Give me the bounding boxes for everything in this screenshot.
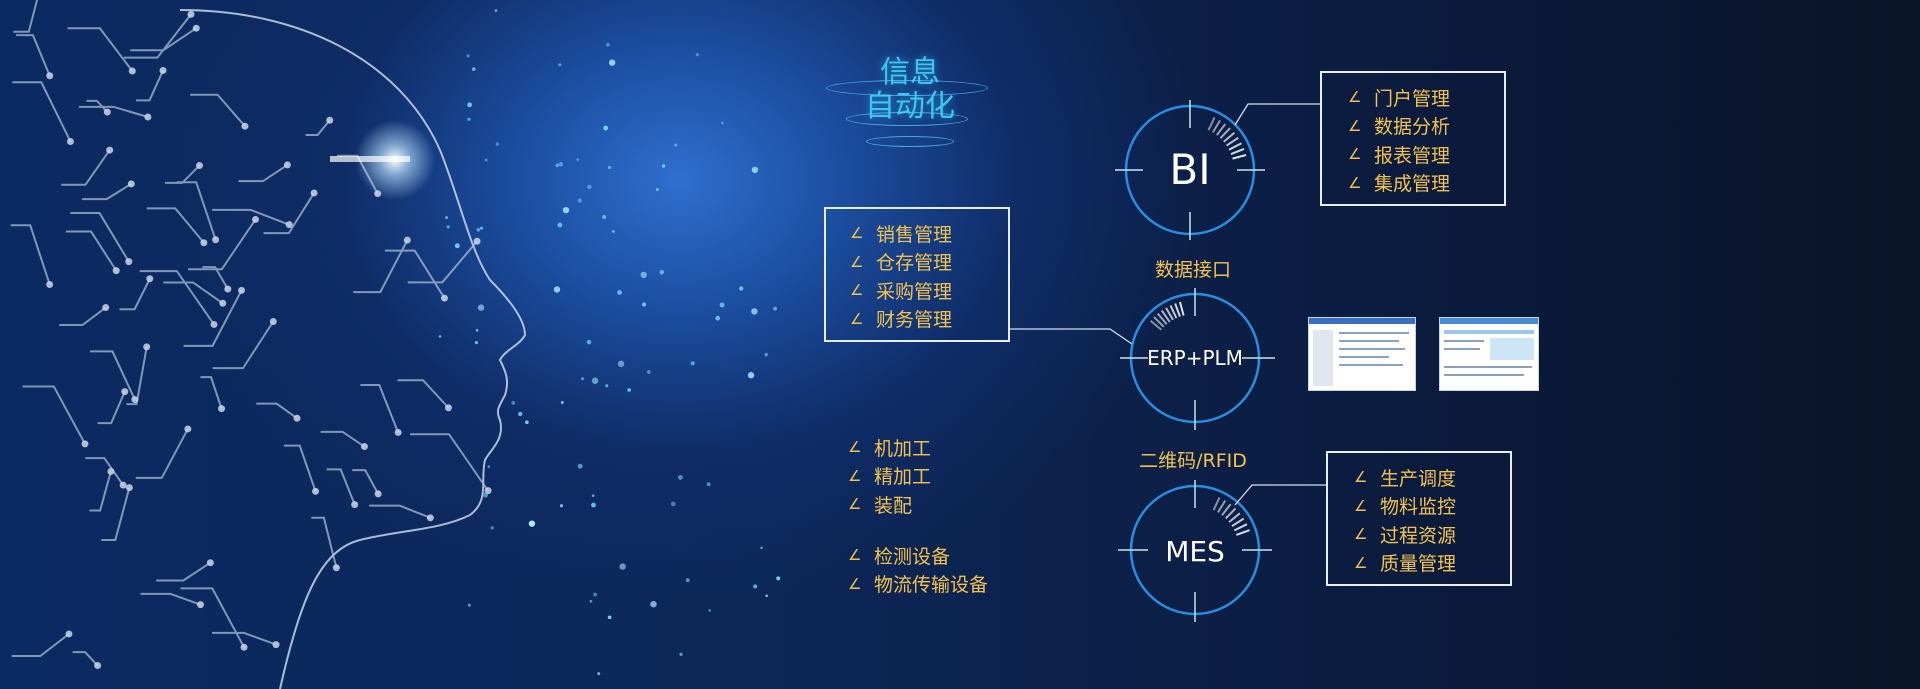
erp-ring	[1120, 288, 1275, 430]
angle-bullet-icon: ∠	[848, 574, 862, 593]
list-item: ∠ 门户管理	[1348, 83, 1504, 112]
angle-bullet-icon: ∠	[1354, 525, 1368, 544]
list-item: ∠ 数据分析	[1348, 112, 1504, 141]
list-item-label: 集成管理	[1374, 173, 1451, 196]
angle-bullet-icon: ∠	[850, 252, 864, 271]
mes-ring	[1118, 480, 1272, 622]
equipment-list: ∠ 检测设备 ∠ 物流传输设备	[848, 541, 988, 598]
angle-bullet-icon: ∠	[1354, 496, 1368, 515]
list-item-label: 装配	[874, 494, 913, 517]
list-item: ∠ 物流传输设备	[848, 570, 988, 599]
angle-bullet-icon: ∠	[1348, 88, 1362, 107]
angle-bullet-icon: ∠	[848, 495, 862, 514]
angle-bullet-icon: ∠	[848, 438, 862, 457]
list-item-label: 物流传输设备	[874, 574, 989, 597]
list-item-label: 质量管理	[1380, 553, 1457, 576]
list-item-label: 仓存管理	[876, 252, 953, 275]
list-item-label: 报表管理	[1374, 144, 1451, 167]
angle-bullet-icon: ∠	[1354, 553, 1368, 572]
list-item: ∠ 物料监控	[1354, 492, 1510, 521]
barcode-rfid-label: 二维码/RFID	[1139, 450, 1247, 472]
list-item-label: 精加工	[874, 466, 932, 489]
list-item: ∠ 装配	[848, 490, 931, 519]
erp-plm-label: ERP+PLM	[1147, 346, 1243, 370]
angle-bullet-icon: ∠	[850, 281, 864, 300]
list-item-label: 门户管理	[1374, 87, 1451, 110]
title-ring-bottom	[866, 136, 954, 147]
list-item: ∠ 报表管理	[1348, 140, 1504, 169]
circuit-head-illustration	[10, 0, 527, 689]
mes-label: MES	[1165, 535, 1225, 568]
list-item: ∠ 精加工	[848, 462, 931, 491]
list-item: ∠ 财务管理	[850, 305, 1008, 334]
list-item: ∠ 机加工	[848, 433, 931, 462]
list-item-label: 财务管理	[876, 309, 953, 332]
title-ring-mid	[846, 112, 968, 126]
list-item-label: 机加工	[874, 437, 932, 460]
erp-screenshot-thumbnail-2	[1439, 317, 1539, 391]
angle-bullet-icon: ∠	[850, 309, 864, 328]
angle-bullet-icon: ∠	[850, 224, 864, 243]
list-item-label: 检测设备	[874, 545, 951, 568]
list-item: ∠ 采购管理	[850, 276, 1008, 305]
bi-function-box: ∠ 门户管理 ∠ 数据分析 ∠ 报表管理 ∠ 集成管理	[1320, 71, 1506, 206]
angle-bullet-icon: ∠	[1354, 468, 1368, 487]
angle-bullet-icon: ∠	[848, 466, 862, 485]
list-item: ∠ 集成管理	[1348, 169, 1504, 198]
list-item-label: 过程资源	[1380, 524, 1457, 547]
title-ring-top	[826, 80, 988, 96]
list-item-label: 采购管理	[876, 280, 953, 303]
list-item-label: 销售管理	[876, 223, 953, 246]
list-item-label: 数据分析	[1374, 116, 1451, 139]
erp-screenshot-thumbnail-1	[1308, 317, 1416, 391]
angle-bullet-icon: ∠	[1348, 173, 1362, 192]
list-item: ∠ 生产调度	[1354, 463, 1510, 492]
bi-label: BI	[1169, 145, 1211, 194]
angle-bullet-icon: ∠	[1348, 145, 1362, 164]
list-item: ∠ 检测设备	[848, 541, 988, 570]
data-interface-label: 数据接口	[1154, 259, 1231, 281]
list-item: ∠ 仓存管理	[850, 248, 1008, 277]
list-item: ∠ 质量管理	[1354, 549, 1510, 578]
angle-bullet-icon: ∠	[848, 546, 862, 565]
mes-function-box: ∠ 生产调度 ∠ 物料监控 ∠ 过程资源 ∠ 质量管理	[1326, 451, 1512, 586]
erp-function-box: ∠ 销售管理 ∠ 仓存管理 ∠ 采购管理 ∠ 财务管理	[824, 207, 1010, 342]
process-list: ∠ 机加工 ∠ 精加工 ∠ 装配	[848, 433, 931, 519]
list-item: ∠ 销售管理	[850, 219, 1008, 248]
bi-ring	[1115, 100, 1265, 240]
list-item-label: 物料监控	[1380, 496, 1457, 519]
angle-bullet-icon: ∠	[1348, 116, 1362, 135]
list-item: ∠ 过程资源	[1354, 520, 1510, 549]
list-item-label: 生产调度	[1380, 467, 1457, 490]
